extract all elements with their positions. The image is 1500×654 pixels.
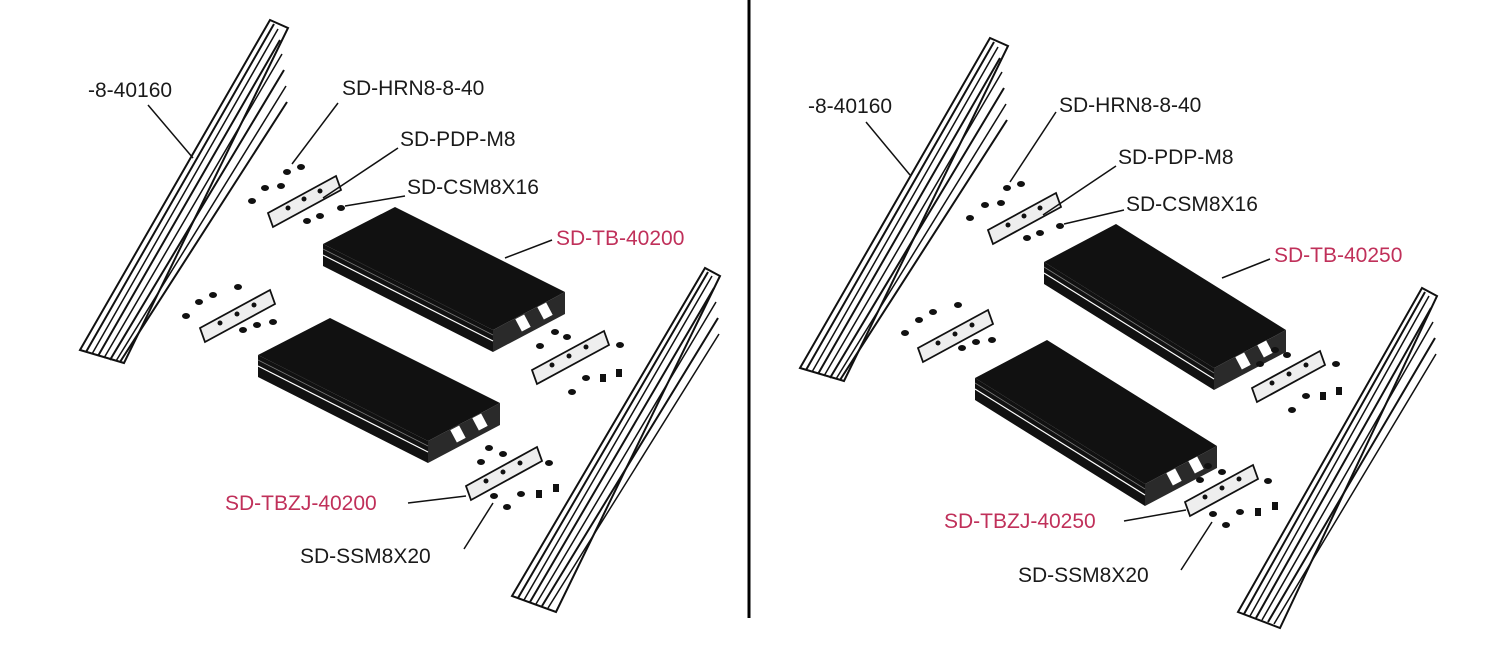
label-screw-top: SD-CSM8X16 — [1126, 193, 1258, 216]
connector-plate-lower-left — [916, 308, 995, 364]
profile-extrusion-upper-left — [78, 18, 290, 365]
fasteners — [182, 164, 624, 510]
label-screw-bottom: SD-SSM8X20 — [1018, 564, 1149, 587]
label-t-nut: SD-HRN8-8-40 — [342, 77, 484, 100]
label-beam: SD-TB-40200 — [556, 227, 684, 250]
label-plate: SD-PDP-M8 — [400, 128, 516, 151]
connector-plate-lower-left — [198, 288, 277, 344]
label-plate: SD-PDP-M8 — [1118, 146, 1234, 169]
connector-plate-right-bottom — [1183, 463, 1260, 518]
beam-top — [322, 207, 565, 352]
fasteners — [901, 181, 1342, 528]
connector-plate-right-top — [1250, 349, 1327, 404]
beam-top — [1043, 224, 1286, 390]
connector-plate-right-top — [530, 329, 611, 386]
label-connector: SD-TBZJ-40200 — [225, 492, 377, 515]
beam-bottom — [974, 340, 1217, 506]
leader-lines-left — [147, 102, 553, 550]
connector-plate-upper-left — [986, 191, 1063, 246]
profile-extrusion-upper-left — [798, 36, 1010, 383]
label-profile: -8-40160 — [88, 79, 172, 102]
panel-left: -8-40160 SD-HRN8-8-40 SD-PDP-M8 SD-CSM8X… — [78, 18, 722, 614]
label-beam: SD-TB-40250 — [1274, 244, 1402, 267]
leader-lines-right — [865, 111, 1271, 571]
label-profile: -8-40160 — [808, 95, 892, 118]
label-t-nut: SD-HRN8-8-40 — [1059, 94, 1201, 117]
connector-plate-right-bottom — [464, 445, 544, 502]
panel-right: -8-40160 SD-HRN8-8-40 SD-PDP-M8 SD-CSM8X… — [798, 36, 1439, 630]
profile-extrusion-lower-right — [510, 266, 722, 614]
connector-plate-upper-left — [266, 174, 343, 229]
label-screw-top: SD-CSM8X16 — [407, 176, 539, 199]
beam-bottom — [257, 318, 500, 463]
profile-extrusion-lower-right — [1236, 286, 1439, 630]
label-connector: SD-TBZJ-40250 — [944, 510, 1096, 533]
label-screw-bottom: SD-SSM8X20 — [300, 545, 431, 568]
